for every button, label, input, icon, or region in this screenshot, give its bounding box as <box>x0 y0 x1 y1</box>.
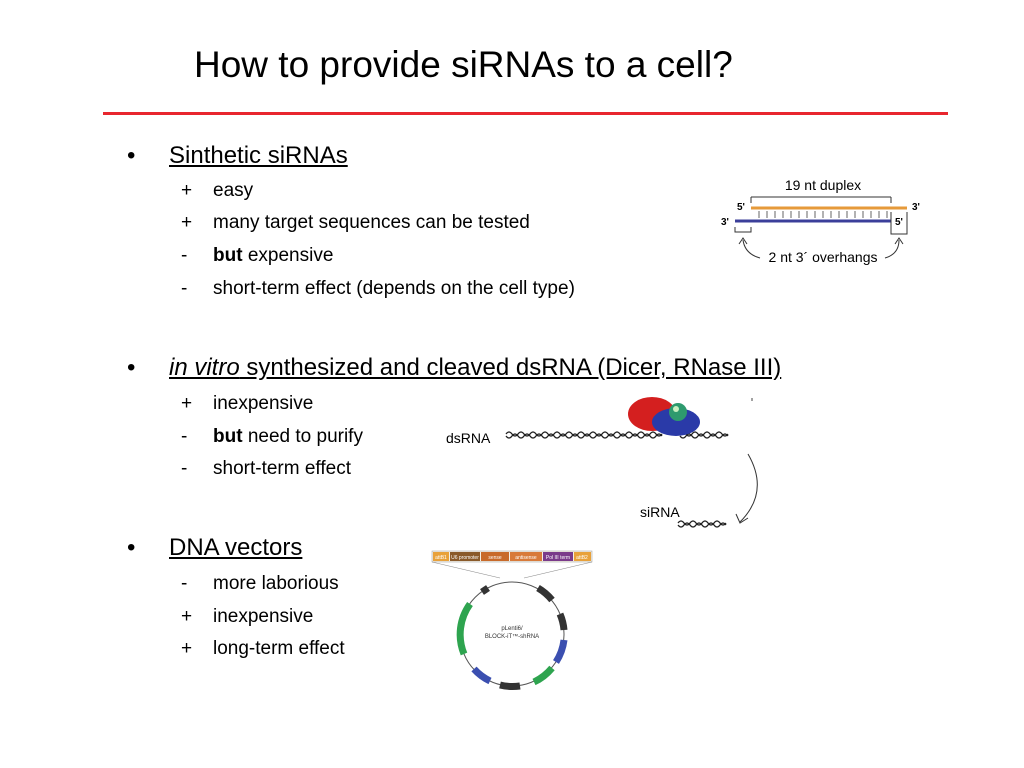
plasmid-feature-dark-top <box>536 584 555 603</box>
pol-iii-term-segment <box>543 552 573 561</box>
section-synthetic-sirnas: • Sinthetic siRNAs <box>127 142 348 170</box>
plus-sign-icon: + <box>181 606 193 627</box>
u6-promoter-segment <box>450 552 480 561</box>
item-text: easy <box>213 180 254 201</box>
section-in-vitro-dsrna: • in vitro synthesized and cleaved dsRNA… <box>127 354 782 382</box>
construct-segment-label: attB2 <box>576 555 588 561</box>
plasmid-feature-green-right <box>532 665 555 686</box>
list-item: - but need to purify <box>181 426 363 448</box>
left-arrow-head <box>738 237 748 245</box>
dicer-cleavage-figure: dsRNA siRNA <box>446 397 758 528</box>
section-heading-italic: in vitro <box>169 354 240 381</box>
right-overhang-bracket <box>890 212 908 235</box>
section-heading: Sinthetic siRNAs <box>169 142 348 169</box>
construct-link-left <box>431 561 501 579</box>
list-item: - short-term effect (depends on the cell… <box>181 278 575 300</box>
list-item: - but expensive <box>181 245 334 267</box>
minus-sign-icon: - <box>181 458 188 479</box>
sense-three-prime-end: 3' <box>912 202 920 213</box>
item-emphasis: but <box>213 426 243 447</box>
minus-sign-icon: - <box>181 278 188 299</box>
item-text: short-term effect (depends on the cell t… <box>213 278 575 299</box>
bullet-icon: • <box>127 142 136 169</box>
item-text: expensive <box>242 245 334 266</box>
list-item: + easy <box>181 180 254 202</box>
item-text: more laborious <box>213 573 339 594</box>
title-underline <box>103 112 948 115</box>
minus-sign-icon: - <box>181 245 188 266</box>
base-pair-ticks <box>758 211 888 218</box>
plus-sign-icon: + <box>181 212 193 233</box>
plus-sign-icon: + <box>181 393 193 414</box>
construct-segment-label: U6 promoter <box>451 555 479 561</box>
item-emphasis: but <box>213 245 243 266</box>
list-item: + long-term effect <box>181 638 345 660</box>
item-text: inexpensive <box>213 606 314 627</box>
dicer-blue-domain <box>652 408 700 436</box>
construct-segment-label: sense <box>488 555 502 561</box>
item-text: inexpensive <box>213 393 314 414</box>
cleavage-arrow-head <box>735 513 749 524</box>
sense-segment <box>481 552 509 561</box>
construct-segment-label: antisense <box>515 555 537 561</box>
sirna-label: siRNA <box>640 504 680 520</box>
sense-five-prime-end: 5' <box>737 202 745 213</box>
construct-segment-label: attB1 <box>435 555 447 561</box>
plasmid-feature-blue-left <box>471 666 492 685</box>
construct-segment-label: Pol III term <box>546 555 570 561</box>
list-item: + many target sequences can be tested <box>181 212 530 234</box>
bullet-icon: • <box>127 354 136 381</box>
list-item: + inexpensive <box>181 606 314 628</box>
dsrna-label: dsRNA <box>446 430 491 446</box>
sirna-strand-top <box>677 520 727 526</box>
dicer-highlight <box>673 406 679 412</box>
sirna-strand-bottom <box>677 522 727 528</box>
left-overhang-arrow <box>742 239 761 259</box>
plasmid-name: pLenti6/ <box>501 626 523 632</box>
section-heading: synthesized and cleaved dsRNA (Dicer, RN… <box>239 354 782 381</box>
duplex-length-label: 19 nt duplex <box>785 177 861 193</box>
slide-title: How to provide siRNAs to a cell? <box>194 44 733 85</box>
right-arrow-head <box>894 237 904 245</box>
cleavage-arrow <box>739 453 758 523</box>
dicer-green-domain <box>669 403 687 421</box>
plasmid-feature-green-left <box>456 601 473 656</box>
cleaved-fragment-bottom <box>679 433 729 439</box>
sirna-duplex-figure: 19 nt duplex 5' 3' 3' 5' 2 nt 3´ overhan… <box>721 177 920 265</box>
dsrna-strand-top <box>505 431 663 437</box>
dsrna-strand-bottom <box>505 433 663 439</box>
bullet-icon: • <box>127 534 136 561</box>
attb2-segment <box>574 552 591 561</box>
list-item: - more laborious <box>181 573 339 595</box>
left-overhang-bracket <box>734 227 752 233</box>
plasmid-feature-dark-bottom <box>499 681 521 690</box>
item-text: need to purify <box>242 426 363 447</box>
construct-link-right <box>523 561 593 579</box>
minus-sign-icon: - <box>181 426 188 447</box>
antisense-five-prime-end: 5' <box>895 217 903 228</box>
section-heading: DNA vectors <box>169 534 303 561</box>
cleaved-fragment-top <box>679 431 729 437</box>
plasmid-feature-dark-right <box>556 612 568 631</box>
dna-vector-figure: attB1 U6 promoter sense antisense Pol II… <box>431 550 593 690</box>
right-overhang-arrow <box>884 239 900 259</box>
plasmid-name-line2: BLOCK-iT™-shRNA <box>485 633 539 640</box>
item-text: long-term effect <box>213 638 345 659</box>
plus-sign-icon: + <box>181 638 193 659</box>
minus-sign-icon: - <box>181 573 188 594</box>
plasmid-feature-blue-right <box>552 639 568 664</box>
section-dna-vectors: • DNA vectors <box>127 534 303 562</box>
attb1-segment <box>433 552 449 561</box>
list-item: - short-term effect <box>181 458 351 480</box>
list-item: + inexpensive <box>181 393 314 415</box>
plus-sign-icon: + <box>181 180 193 201</box>
plasmid-feature-dark <box>480 585 490 595</box>
antisense-segment <box>510 552 542 561</box>
item-text: many target sequences can be tested <box>213 212 530 233</box>
overhangs-label: 2 nt 3´ overhangs <box>769 249 878 265</box>
antisense-three-prime-end: 3' <box>721 217 729 228</box>
item-text: short-term effect <box>213 458 351 479</box>
